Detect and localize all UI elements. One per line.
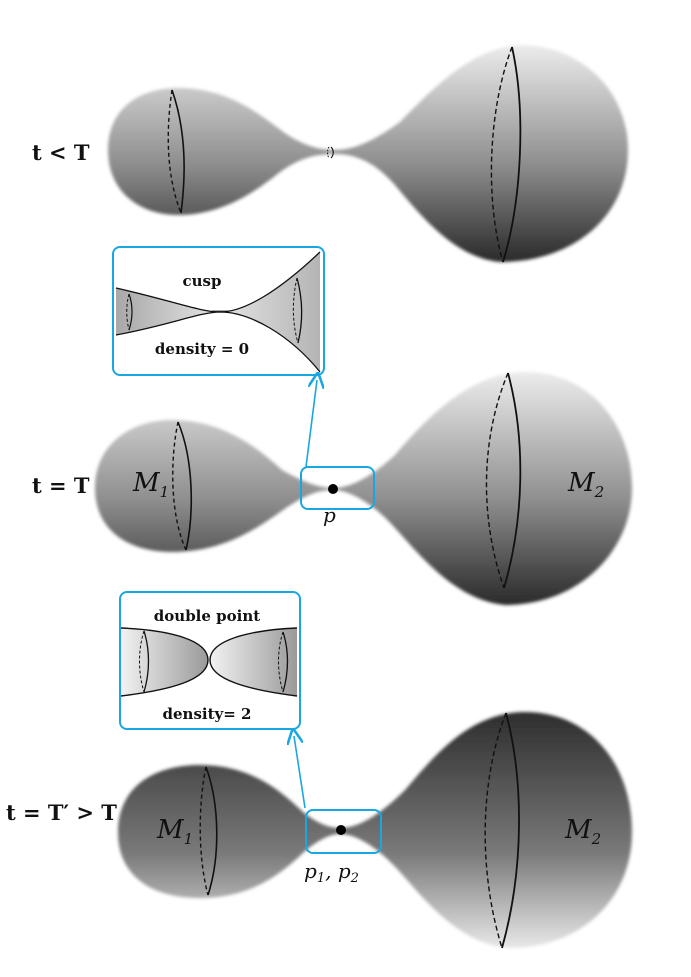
row-1-surface <box>108 45 628 263</box>
row-3-left-manifold-label: M1 <box>156 815 193 848</box>
row-3-point-labels: p1, p2 <box>304 859 359 886</box>
time-label-1: t < T <box>32 140 90 165</box>
time-label-2: t = T <box>32 473 90 498</box>
inset-double-point-title: double point <box>154 607 260 625</box>
row-3-right-manifold-label: M2 <box>564 815 601 848</box>
inset-cusp: cusp density = 0 <box>112 246 325 376</box>
row-3-zoom-box <box>305 809 382 854</box>
row-2-point-label: p <box>323 503 336 527</box>
neck-circle-front <box>330 146 334 159</box>
row-2-left-manifold-label: M1 <box>132 468 169 501</box>
time-label-3: t = T′ > T <box>6 800 117 825</box>
left-lobe-front-circle <box>171 89 185 214</box>
row-2-surface: M1 M2 p <box>95 372 632 605</box>
inset-cusp-title: cusp <box>183 272 222 290</box>
row-2-right-manifold-label: M2 <box>567 468 604 501</box>
neck-circle-back <box>327 146 330 159</box>
inset-double-point: double point density= 2 <box>119 591 301 730</box>
row-2-zoom-box <box>300 466 375 510</box>
inset-cusp-caption: density = 0 <box>155 340 249 358</box>
right-lobe-front-circle <box>502 46 522 263</box>
arrow-to-double-point-inset <box>294 736 306 809</box>
arrow-to-cusp-inset <box>305 380 317 468</box>
inset-double-point-caption: density= 2 <box>163 705 252 723</box>
row-3-surface: M1 M2 p1, p2 <box>118 712 632 949</box>
right-lobe-back-circle <box>490 46 513 263</box>
